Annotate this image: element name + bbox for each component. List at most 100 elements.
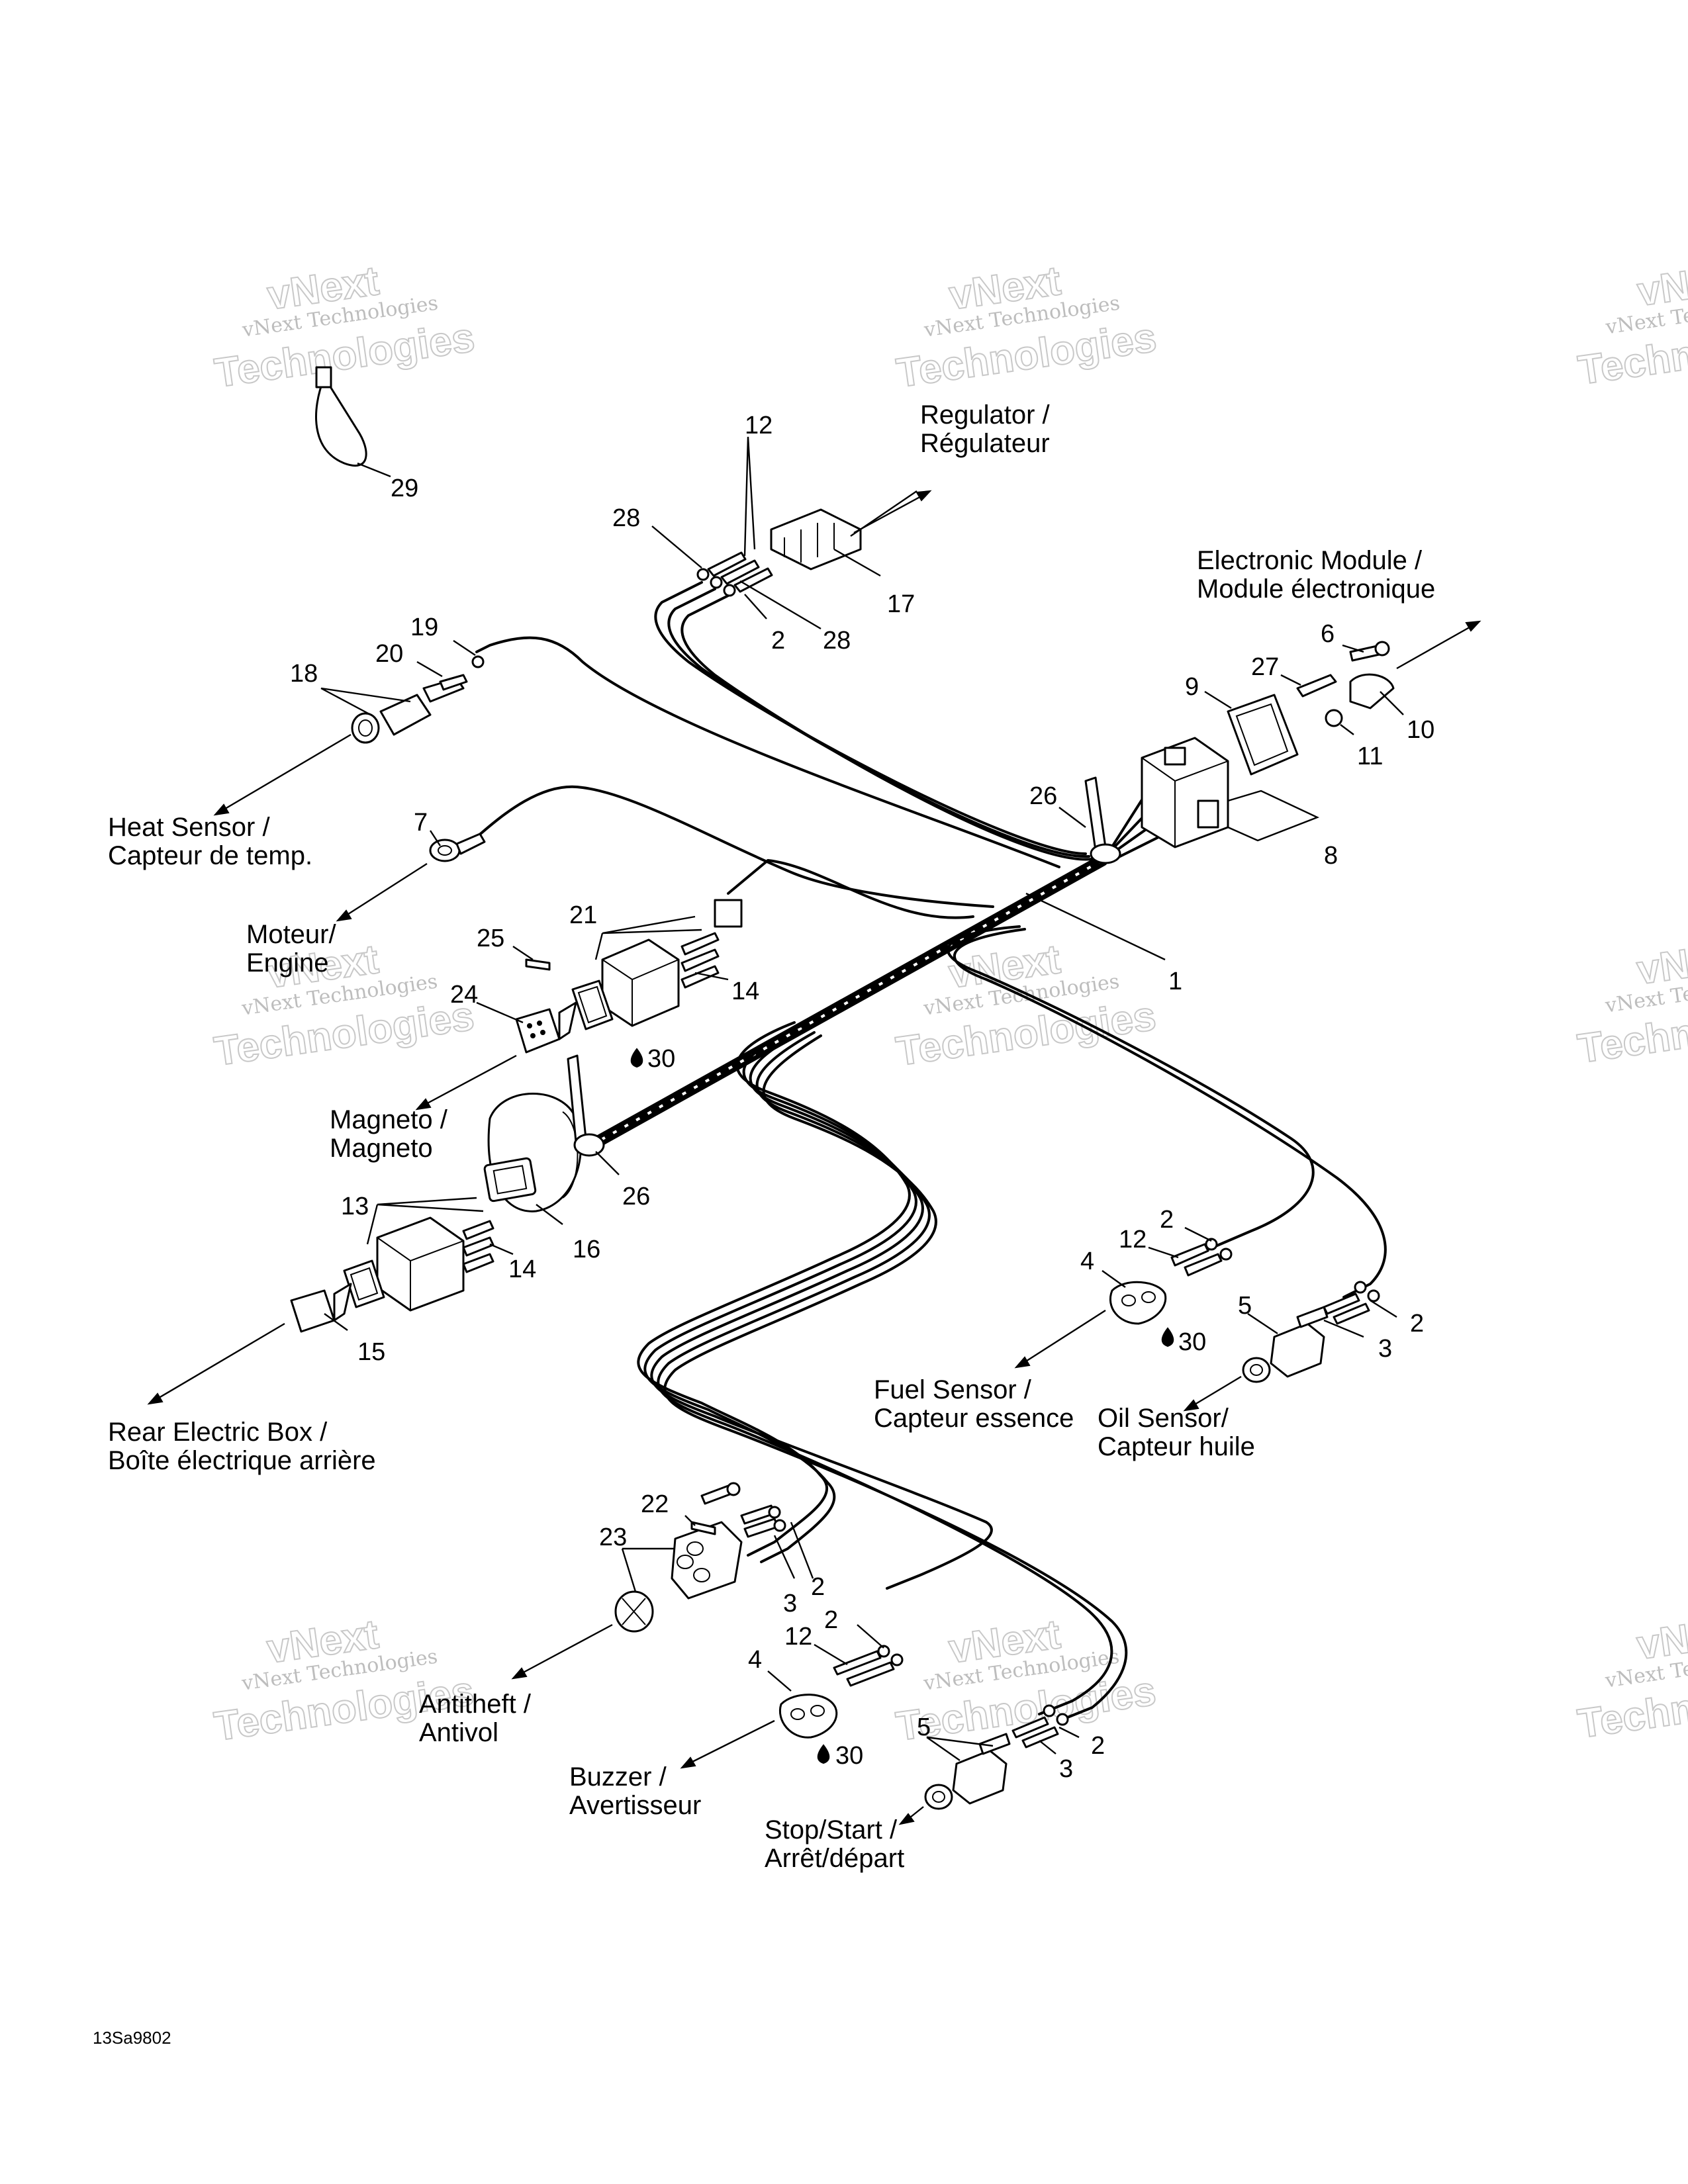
sealant-drop-icon <box>630 1048 643 1068</box>
label-fuel-sensor-en: Fuel Sensor / <box>874 1375 1032 1404</box>
regulator-terminals-icon <box>696 551 773 597</box>
callout-14: 14 <box>731 978 759 1005</box>
parts <box>290 366 1395 1810</box>
label-magneto-fr: Magneto <box>330 1134 433 1163</box>
wire-fuel-sensor <box>947 925 1315 1252</box>
oil-sensor-terminals-icon <box>1323 1281 1380 1325</box>
cable-tie-icon <box>315 366 367 467</box>
callout-3: 3 <box>1378 1335 1392 1363</box>
wire-engine-ground <box>475 785 994 908</box>
pin-22-icon <box>690 1521 716 1535</box>
stop-start-connector-icon <box>924 1733 1011 1810</box>
label-buzzer-en: Buzzer / <box>569 1762 667 1792</box>
electronic-module-connector-icon <box>1141 737 1229 848</box>
wire-regulator-1 <box>654 581 1087 855</box>
watermark-bottom-right: vNext vNext Technologies Technologies <box>1574 1607 1688 1747</box>
callout-2: 2 <box>1410 1310 1424 1338</box>
callout-2: 2 <box>811 1573 825 1601</box>
watermark-top-center: vNext vNext Technologies Technologies <box>893 257 1160 397</box>
callout-23: 23 <box>599 1524 627 1551</box>
callout-numbers: 29 12 28 2 28 17 19 20 18 6 27 9 10 11 2… <box>290 412 1434 1783</box>
heat-sensor-parts-icon <box>351 655 485 744</box>
callout-7: 7 <box>414 809 428 837</box>
harness-trunk <box>580 854 1108 1154</box>
callout-5: 5 <box>1238 1292 1252 1320</box>
watermark-mid-left: vNext vNext Technologies Technologies <box>211 936 478 1075</box>
leader-lines <box>147 436 1481 1825</box>
drawing-code: 13Sa9802 <box>93 2028 171 2048</box>
fuel-sensor-terminals-icon <box>1170 1238 1233 1277</box>
lock-clip-icon <box>515 1001 577 1054</box>
watermark-mid-center: vNext vNext Technologies Technologies <box>893 936 1160 1075</box>
callout-22: 22 <box>641 1490 669 1518</box>
label-heat-sensor-en: Heat Sensor / <box>108 813 270 842</box>
harness-tie-bottom-icon <box>567 1054 605 1157</box>
buzzer-terminals-icon <box>833 1645 904 1687</box>
label-stop-start-fr: Arrêt/départ <box>765 1844 904 1873</box>
label-buzzer-fr: Avertisseur <box>569 1791 701 1820</box>
callout-12: 12 <box>745 412 773 439</box>
callout-2: 2 <box>824 1606 838 1634</box>
callout-12: 12 <box>1119 1226 1147 1253</box>
buzzer-connector-icon <box>779 1694 838 1739</box>
watermark-top-left: vNext vNext Technologies Technologies <box>211 257 478 397</box>
antitheft-connector-icon <box>614 1521 743 1633</box>
wire-oil-sensor <box>953 928 1387 1298</box>
label-oil-sensor-fr: Capteur huile <box>1098 1432 1255 1461</box>
destination-labels: Regulator / Régulateur Electronic Module… <box>108 400 1435 1873</box>
callout-21: 21 <box>569 901 597 929</box>
harness-wires <box>475 581 1387 1722</box>
magneto-connector-icon <box>483 1093 582 1212</box>
gasket-icon <box>1227 694 1299 776</box>
callout-17: 17 <box>887 590 915 618</box>
wire-heat-sensor <box>475 636 1060 868</box>
ring-terminal-icon <box>429 833 486 862</box>
label-heat-sensor-fr: Capteur de temp. <box>108 841 312 870</box>
callout-5: 5 <box>917 1713 931 1741</box>
callout-14: 14 <box>508 1255 536 1283</box>
stop-start-terminals-icon <box>1011 1704 1069 1749</box>
label-engine-fr: Moteur/ <box>246 920 336 949</box>
callout-2: 2 <box>1160 1206 1174 1234</box>
label-stop-start-en: Stop/Start / <box>765 1815 898 1844</box>
wire-buzzer <box>650 1028 993 1590</box>
label-antitheft-fr: Antivol <box>419 1718 498 1747</box>
harness-tie-top-icon <box>1084 776 1121 864</box>
callout-2: 2 <box>771 627 785 655</box>
callout-26: 26 <box>1029 782 1057 810</box>
callout-8: 8 <box>1324 842 1338 870</box>
pin-icon <box>525 958 551 971</box>
rear-connector-icon <box>376 1216 494 1312</box>
callout-28: 28 <box>612 504 640 532</box>
oil-sensor-connector-icon <box>1242 1306 1329 1383</box>
callout-12: 12 <box>784 1623 812 1651</box>
callout-11: 11 <box>1357 743 1383 770</box>
callout-4: 4 <box>748 1646 762 1674</box>
callout-6: 6 <box>1321 620 1335 648</box>
wire-antitheft-2 <box>643 1024 917 1563</box>
callout-15: 15 <box>357 1338 385 1366</box>
sealant-drop-icon <box>817 1744 830 1764</box>
callout-19: 19 <box>410 614 438 641</box>
callout-29: 29 <box>391 475 418 502</box>
label-engine-en: Engine <box>246 948 329 978</box>
callout-30: 30 <box>1178 1328 1206 1356</box>
callout-2: 2 <box>1091 1732 1105 1760</box>
label-rear-electric-box-en: Rear Electric Box / <box>108 1418 328 1447</box>
regulator-connector-icon <box>770 508 862 570</box>
main-harness-stripe <box>585 859 1103 1150</box>
callout-3: 3 <box>783 1590 797 1617</box>
label-regulator-en: Regulator / <box>920 400 1051 430</box>
callout-28: 28 <box>823 627 851 655</box>
label-electronic-module-fr: Module électronique <box>1197 574 1435 604</box>
label-regulator-fr: Régulateur <box>920 429 1050 458</box>
callout-25: 25 <box>477 925 504 952</box>
callout-3: 3 <box>1059 1755 1073 1783</box>
watermark-top-right: vNext vNext Technologies Technologies <box>1575 253 1688 394</box>
antitheft-terminals-icon <box>700 1482 786 1538</box>
wire-stop-start <box>657 1031 1113 1715</box>
callout-30: 30 <box>647 1045 675 1073</box>
module-hardware-icon <box>1296 641 1395 727</box>
wire-magneto-connector <box>727 859 974 919</box>
